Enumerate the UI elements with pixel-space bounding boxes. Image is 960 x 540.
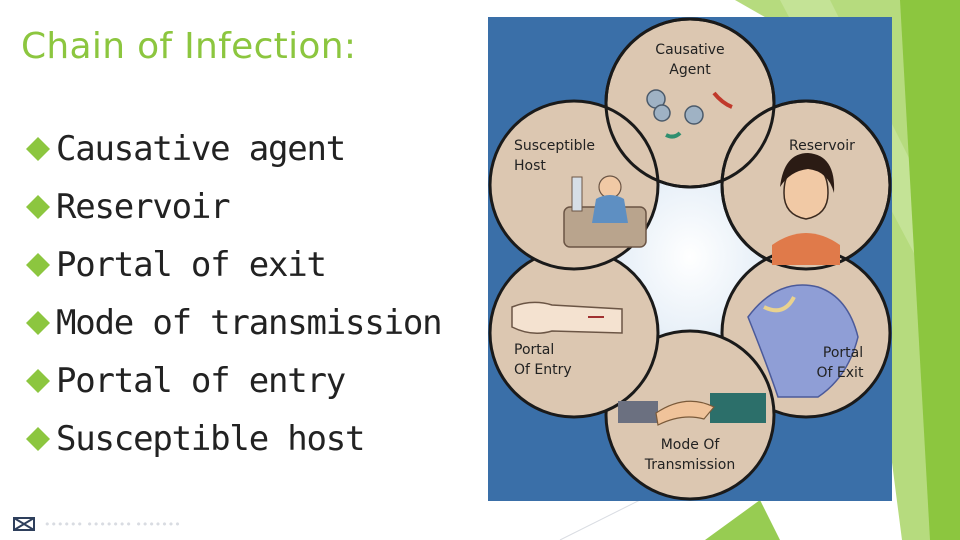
bullet-item: Susceptible host bbox=[22, 410, 441, 468]
label-causative-agent-line2: Agent bbox=[669, 62, 711, 78]
label-mode-of-transmission-line1: Mode Of bbox=[661, 437, 721, 453]
bullet-text: Portal of exit bbox=[56, 245, 327, 285]
label-portal-of-entry-line2: Of Entry bbox=[514, 362, 572, 378]
diamond-bullet-icon bbox=[26, 311, 50, 335]
label-susceptible-host-line1: Susceptible bbox=[514, 138, 595, 154]
bullet-item: Causative agent bbox=[22, 120, 441, 178]
chain-of-infection-figure: Causative Agent Reservoir Portal Of Exit… bbox=[488, 17, 892, 501]
label-portal-of-exit-line1: Portal bbox=[823, 345, 863, 361]
bullet-text: Susceptible host bbox=[56, 419, 366, 459]
diamond-bullet-icon bbox=[26, 195, 50, 219]
label-portal-of-exit-line2: Of Exit bbox=[817, 365, 864, 381]
bullet-item: Mode of transmission bbox=[22, 294, 443, 352]
diamond-bullet-icon bbox=[26, 427, 50, 451]
label-reservoir: Reservoir bbox=[789, 138, 855, 154]
diamond-bullet-icon bbox=[26, 137, 50, 161]
label-mode-of-transmission-line2: Transmission bbox=[644, 457, 735, 473]
handshake-icon bbox=[618, 393, 766, 426]
bullet-item: Portal of entry bbox=[22, 352, 441, 410]
slide-title: Chain of Infection: bbox=[21, 26, 357, 67]
footer-text: •••••• ••••••• ••••••• bbox=[44, 518, 181, 531]
bullet-text: Portal of entry bbox=[56, 361, 346, 401]
arm-icon bbox=[511, 301, 623, 334]
bullet-text: Causative agent bbox=[56, 129, 346, 169]
label-portal-of-entry-line1: Portal bbox=[514, 342, 554, 358]
footer-logo-icon bbox=[13, 517, 35, 531]
portal-of-exit-person-icon bbox=[747, 284, 859, 398]
bullet-item: Reservoir bbox=[22, 178, 441, 236]
label-susceptible-host-line2: Host bbox=[514, 158, 546, 174]
label-causative-agent-line1: Causative bbox=[655, 42, 724, 58]
diamond-bullet-icon bbox=[26, 253, 50, 277]
diamond-bullet-icon bbox=[26, 369, 50, 393]
reservoir-person-icon bbox=[772, 153, 840, 265]
bullet-item: Portal of exit bbox=[22, 236, 441, 294]
bullet-list: Causative agent Reservoir Portal of exit… bbox=[22, 120, 443, 468]
bullet-text: Mode of transmission bbox=[56, 303, 443, 343]
circle-portal-of-entry bbox=[488, 247, 660, 419]
germs-icon bbox=[646, 89, 733, 139]
patient-in-bed-icon bbox=[563, 175, 647, 248]
bullet-text: Reservoir bbox=[56, 187, 231, 227]
